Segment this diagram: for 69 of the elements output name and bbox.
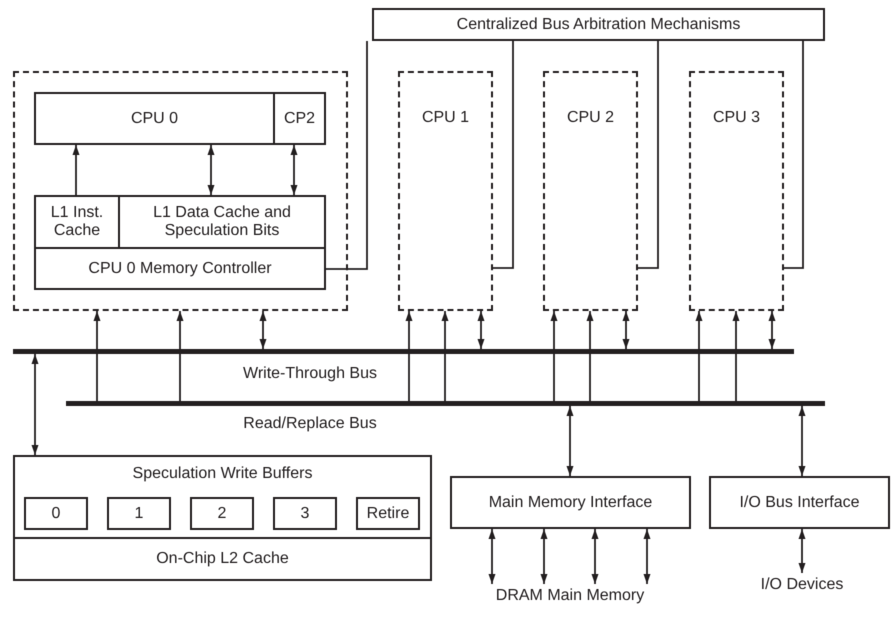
node-label: On-Chip L2 Cache bbox=[155, 550, 290, 568]
node-label: I/O Bus Interface bbox=[738, 494, 861, 512]
node-label: 2 bbox=[216, 504, 228, 522]
connector-line bbox=[638, 41, 659, 269]
node-label: 1 bbox=[134, 504, 144, 522]
arrow bbox=[176, 311, 184, 401]
arrow bbox=[566, 406, 574, 476]
node-label: CPU 1 bbox=[420, 109, 470, 127]
arrow bbox=[260, 311, 266, 349]
node-label: Speculation Write Buffers bbox=[132, 465, 314, 483]
node-label: Retire bbox=[366, 504, 410, 522]
arrow bbox=[550, 311, 558, 401]
arrow bbox=[406, 311, 412, 401]
arrow bbox=[208, 145, 214, 195]
bus-label: Write-Through Bus bbox=[242, 365, 378, 383]
arrow bbox=[592, 529, 598, 584]
cpu-dashed-box bbox=[689, 71, 784, 311]
interface-box bbox=[709, 476, 890, 529]
arrow bbox=[622, 311, 630, 349]
cache-box bbox=[118, 195, 326, 249]
node-label: CPU 0 Memory Controller bbox=[87, 260, 273, 278]
controller-box bbox=[34, 247, 326, 290]
cache-box bbox=[34, 195, 120, 249]
arrow bbox=[72, 145, 80, 195]
node-label: CPU 3 bbox=[712, 109, 762, 127]
arrow bbox=[644, 529, 650, 584]
bus-bar bbox=[13, 349, 794, 354]
cpu-dashed-box bbox=[398, 71, 493, 311]
arrow bbox=[732, 311, 740, 401]
node-label: Main Memory Interface bbox=[488, 494, 654, 512]
arbitration-box bbox=[372, 8, 825, 41]
node-label: 0 bbox=[50, 504, 62, 522]
arrow bbox=[488, 529, 496, 584]
arrow bbox=[798, 529, 806, 573]
arrow bbox=[478, 311, 484, 349]
arrow bbox=[768, 311, 776, 349]
node-label: CP2 bbox=[282, 110, 316, 128]
connector-line bbox=[784, 41, 804, 269]
node-label: CPU 2 bbox=[566, 109, 616, 127]
buffer-box bbox=[273, 497, 337, 530]
coprocessor-box bbox=[273, 92, 326, 145]
arrow bbox=[540, 529, 548, 584]
connector-line bbox=[326, 41, 368, 270]
arrow bbox=[586, 311, 594, 401]
buffer-box bbox=[356, 497, 420, 530]
node-label: L1 Inst. Cache bbox=[50, 204, 104, 240]
arrow bbox=[798, 406, 806, 476]
memory-text: DRAM Main Memory bbox=[494, 587, 646, 605]
cpu-box bbox=[34, 92, 275, 145]
interface-box bbox=[450, 476, 691, 529]
arrow bbox=[32, 354, 38, 455]
arrow bbox=[94, 311, 100, 401]
node-label: Centralized Bus Arbitration Mechanisms bbox=[456, 16, 742, 34]
connector-line bbox=[493, 41, 514, 269]
buffer-cache-box bbox=[13, 455, 432, 581]
cpu-dashed-box bbox=[543, 71, 638, 311]
node-label: CPU 0 bbox=[130, 110, 180, 128]
buffer-box bbox=[107, 497, 171, 530]
arrow bbox=[290, 145, 298, 195]
devices-text: I/O Devices bbox=[760, 576, 844, 594]
arrow bbox=[696, 311, 702, 401]
buffer-box bbox=[24, 497, 88, 530]
node-label: L1 Data Cache and Speculation Bits bbox=[152, 204, 292, 240]
node-label: 3 bbox=[300, 504, 310, 522]
buffer-box bbox=[190, 497, 254, 530]
bus-label: Read/Replace Bus bbox=[242, 415, 378, 433]
arrow bbox=[442, 311, 448, 401]
bus-bar bbox=[66, 401, 825, 406]
cpu-dashed-box bbox=[13, 71, 348, 311]
